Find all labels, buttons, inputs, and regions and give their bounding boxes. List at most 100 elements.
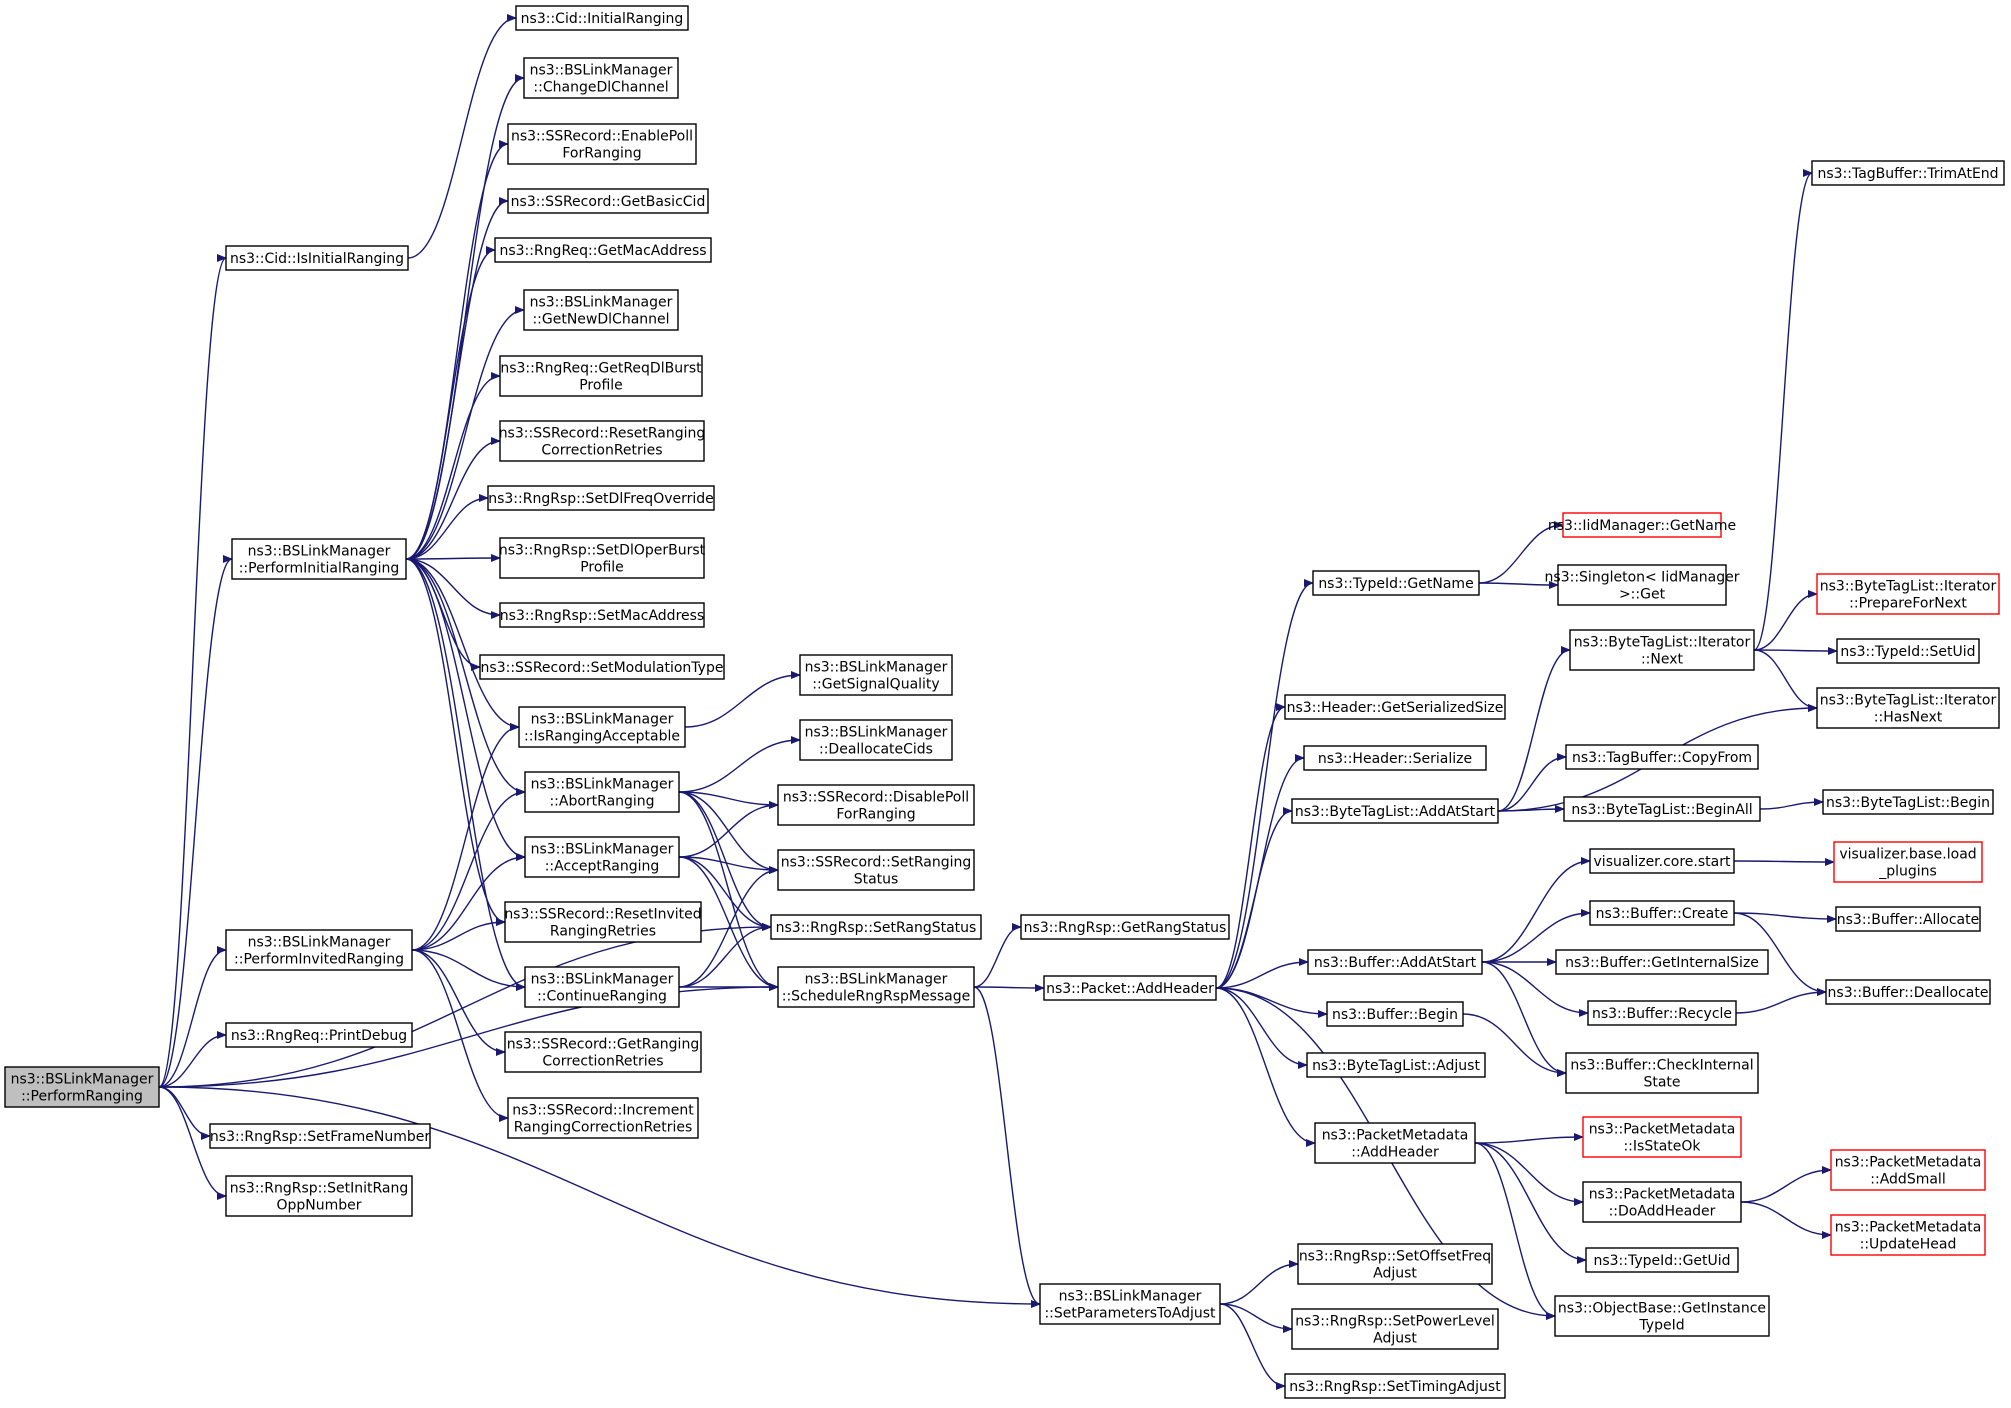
node-ns3-typeid-setuid[interactable]: ns3::TypeId::SetUid (1836, 638, 1980, 664)
node-ns3-packetmetadata-addheader[interactable]: ns3::PacketMetadata::AddHeader (1314, 1122, 1476, 1164)
node-ns3-iidmanager-getname[interactable]: ns3::IidManager::GetName (1548, 512, 1736, 538)
node-ns3-bytetaglist-iterator-hasnext[interactable]: ns3::ByteTagList::Iterator::HasNext (1816, 687, 2000, 729)
node-label-line: ns3::ObjectBase::GetInstance (1558, 1301, 1766, 1317)
node-ns3-rngrsp-settimingadjust[interactable]: ns3::RngRsp::SetTimingAdjust (1284, 1373, 1506, 1399)
edge-n34-n43 (1219, 1260, 1299, 1305)
node-ns3-tagbuffer-trimatend[interactable]: ns3::TagBuffer::TrimAtEnd (1811, 160, 2005, 186)
node-ns3-bytetaglist-adjust[interactable]: ns3::ByteTagList::Adjust (1306, 1052, 1486, 1078)
node-ns3-bslinkmanager-changedlchannel[interactable]: ns3::BSLinkManager::ChangeDlChannel (523, 57, 679, 99)
node-ns3-bytetaglist-beginall[interactable]: ns3::ByteTagList::BeginAll (1563, 796, 1761, 822)
node-ns3-rngrsp-setrangstatus[interactable]: ns3::RngRsp::SetRangStatus (770, 914, 982, 940)
edge-n38-n49 (1497, 753, 1567, 812)
edge-arrow (678, 856, 779, 991)
node-box (4, 1066, 160, 1108)
node-ns3-bslinkmanager-schedulerngrspmessage[interactable]: ns3::BSLinkManager::ScheduleRngRspMessag… (777, 966, 975, 1008)
node-ns3-buffer-allocate[interactable]: ns3::Buffer::Allocate (1835, 906, 1981, 932)
node-ns3-buffer-getinternalsize[interactable]: ns3::Buffer::GetInternalSize (1555, 949, 1769, 975)
node-ns3-bslinkmanager-acceptranging[interactable]: ns3::BSLinkManager::AcceptRanging (524, 836, 680, 878)
node-ns3-buffer-recycle[interactable]: ns3::Buffer::Recycle (1587, 1000, 1737, 1026)
edge-n40-n55 (1462, 1013, 1567, 1077)
node-label-line: ns3::BSLinkManager (805, 725, 948, 741)
node-ns3-bslinkmanager-performinvitedranging[interactable]: ns3::BSLinkManager::PerformInvitedRangin… (225, 929, 413, 971)
edge-n39-n52 (1481, 909, 1591, 963)
node-label-line: ::UpdateHead (1860, 1237, 1957, 1253)
node-ns3-cid-initialranging[interactable]: ns3::Cid::InitialRanging (515, 5, 689, 31)
edge-arrow (1474, 1142, 1556, 1320)
node-ns3-bslinkmanager-continueranging[interactable]: ns3::BSLinkManager::ContinueRanging (524, 966, 680, 1008)
node-label-line: ns3::SSRecord::SetModulationType (481, 660, 724, 676)
node-ns3-rngreq-getmacaddress[interactable]: ns3::RngReq::GetMacAddress (494, 237, 712, 263)
node-ns3-bslinkmanager-getsignalquality[interactable]: ns3::BSLinkManager::GetSignalQuality (799, 654, 953, 696)
node-ns3-bslinkmanager-abortranging[interactable]: ns3::BSLinkManager::AbortRanging (524, 771, 680, 813)
edge-arrow (1753, 590, 1818, 651)
node-ns3-packetmetadata-doaddheader[interactable]: ns3::PacketMetadata::DoAddHeader (1582, 1181, 1742, 1223)
edge-n39-n54 (1481, 961, 1589, 1017)
node-box (1043, 975, 1217, 1001)
node-visualizer-core-start[interactable]: visualizer.core.start (1589, 848, 1735, 874)
node-ns3-ssrecord-getbasiccid[interactable]: ns3::SSRecord::GetBasicCid (507, 188, 709, 214)
node-ns3-tagbuffer-copyfrom[interactable]: ns3::TagBuffer::CopyFrom (1565, 744, 1759, 770)
node-ns3-bytetaglist-iterator-preparefornext[interactable]: ns3::ByteTagList::Iterator::PrepareForNe… (1816, 573, 2000, 615)
node-ns3-packetmetadata-isstateok[interactable]: ns3::PacketMetadata::IsStateOk (1582, 1116, 1742, 1158)
node-ns3-buffer-create[interactable]: ns3::Buffer::Create (1589, 900, 1735, 926)
node-ns3-cid-isinitialranging[interactable]: ns3::Cid::IsInitialRanging (225, 245, 409, 271)
node-ns3-bslinkmanager-performranging[interactable]: ns3::BSLinkManager::PerformRanging (4, 1066, 160, 1108)
node-ns3-buffer-addatstart[interactable]: ns3::Buffer::AddAtStart (1307, 949, 1483, 975)
node-ns3-typeid-getuid[interactable]: ns3::TypeId::GetUid (1585, 1247, 1739, 1273)
node-label-line: ::ContinueRanging (537, 989, 667, 1005)
node-label-line: ns3::BSLinkManager (248, 544, 391, 560)
node-box (1020, 914, 1230, 940)
node-box (1830, 1214, 1986, 1256)
node-ns3-ssrecord-resetrangingcorrectionretries[interactable]: ns3::SSRecord::ResetRangingCorrectionRet… (499, 420, 706, 462)
node-ns3-bytetaglist-addatstart[interactable]: ns3::ByteTagList::AddAtStart (1291, 798, 1499, 824)
node-box (479, 654, 725, 680)
node-ns3-packet-addheader[interactable]: ns3::Packet::AddHeader (1043, 975, 1217, 1001)
node-ns3-ssrecord-resetinvitedrangingretries[interactable]: ns3::SSRecord::ResetInvitedRangingRetrie… (504, 901, 702, 943)
node-ns3-rngreq-printdebug[interactable]: ns3::RngReq::PrintDebug (225, 1022, 413, 1048)
node-ns3-bslinkmanager-israngingacceptable[interactable]: ns3::BSLinkManager::IsRangingAcceptable (518, 706, 686, 748)
node-label-line: Status (854, 872, 899, 888)
edge-n51-n65 (1733, 857, 1835, 866)
node-ns3-ssrecord-getrangingcorrectionretries[interactable]: ns3::SSRecord::GetRangingCorrectionRetri… (504, 1031, 702, 1073)
edge-arrow (405, 558, 520, 731)
node-ns3-singleton-iidmanager-get[interactable]: ns3::Singleton< IidManager>::Get (1545, 564, 1740, 606)
node-ns3-bslinkmanager-deallocatecids[interactable]: ns3::BSLinkManager::DeallocateCids (799, 719, 953, 761)
node-ns3-rngrsp-setmacaddress[interactable]: ns3::RngRsp::SetMacAddress (499, 602, 705, 628)
node-label-line: ns3::Buffer::Begin (1332, 1007, 1458, 1023)
node-ns3-rngrsp-setdlfreqoverride[interactable]: ns3::RngRsp::SetDlFreqOverride (487, 485, 715, 511)
node-ns3-rngrsp-getrangstatus[interactable]: ns3::RngRsp::GetRangStatus (1020, 914, 1230, 940)
node-ns3-typeid-getname[interactable]: ns3::TypeId::GetName (1312, 570, 1480, 596)
node-visualizer-base-load-plugins[interactable]: visualizer.base.load_plugins (1833, 841, 1983, 883)
node-ns3-buffer-deallocate[interactable]: ns3::Buffer::Deallocate (1825, 979, 1991, 1005)
node-label-line: Profile (579, 378, 623, 394)
node-ns3-header-serialize[interactable]: ns3::Header::Serialize (1303, 745, 1487, 771)
node-ns3-ssrecord-setmodulationtype[interactable]: ns3::SSRecord::SetModulationType (479, 654, 725, 680)
edge-n2-n19 (405, 558, 520, 731)
node-ns3-ssrecord-incrementrangingcorrectionretries[interactable]: ns3::SSRecord::IncrementRangingCorrectio… (507, 1097, 699, 1139)
node-box (1563, 796, 1761, 822)
node-ns3-bytetaglist-iterator-next[interactable]: ns3::ByteTagList::Iterator::Next (1569, 629, 1755, 671)
node-ns3-header-getserializedsize[interactable]: ns3::Header::GetSerializedSize (1284, 694, 1506, 720)
edge-n50-n64 (1759, 798, 1824, 810)
node-ns3-bytetaglist-begin[interactable]: ns3::ByteTagList::Begin (1822, 789, 1994, 815)
node-ns3-bslinkmanager-performinitialranging[interactable]: ns3::BSLinkManager::PerformInitialRangin… (231, 538, 407, 580)
node-label-line: CorrectionRetries (542, 1054, 663, 1070)
node-ns3-packetmetadata-updatehead[interactable]: ns3::PacketMetadata::UpdateHead (1830, 1214, 1986, 1256)
node-ns3-rngrsp-setframenumber[interactable]: ns3::RngRsp::SetFrameNumber (209, 1123, 431, 1149)
node-ns3-bslinkmanager-setparameterstoadjust[interactable]: ns3::BSLinkManager::SetParametersToAdjus… (1039, 1283, 1221, 1325)
node-box (1562, 512, 1722, 538)
node-ns3-packetmetadata-addsmall[interactable]: ns3::PacketMetadata::AddSmall (1830, 1149, 1986, 1191)
node-box (1582, 1181, 1742, 1223)
node-ns3-buffer-begin[interactable]: ns3::Buffer::Begin (1326, 1001, 1464, 1027)
node-ns3-bslinkmanager-getnewdlchannel[interactable]: ns3::BSLinkManager::GetNewDlChannel (523, 289, 679, 331)
